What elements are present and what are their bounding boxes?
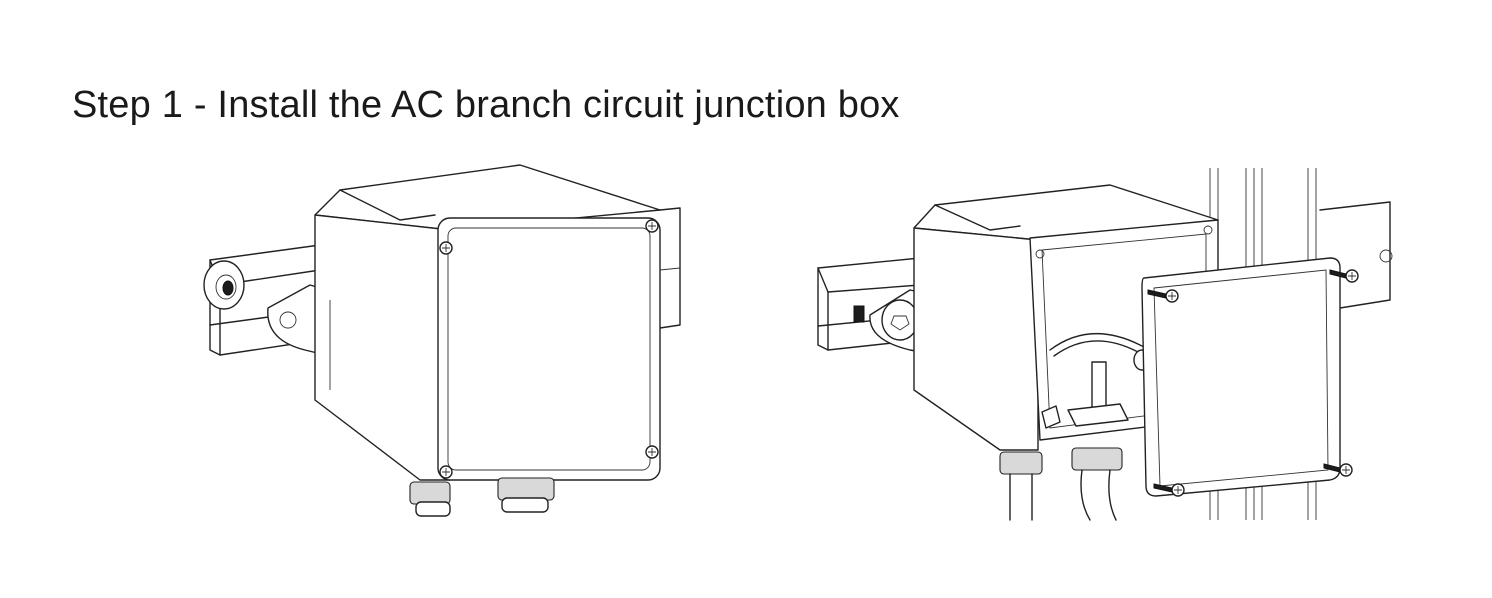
screw-icon: [645, 219, 659, 233]
junction-box-cover-removed: [1141, 257, 1341, 497]
screw-icon: [439, 465, 453, 479]
internal-wiring: [1041, 332, 1159, 429]
cable-glands: [409, 477, 555, 517]
cover-screws: [439, 219, 659, 479]
closed-junction-box-illustration: [180, 150, 700, 530]
screw-icon: [645, 445, 659, 459]
open-junction-box-illustration: [810, 150, 1410, 530]
cover-screws: [1147, 269, 1359, 497]
screw-icon: [1153, 483, 1185, 497]
rail-end-nut: [203, 260, 245, 310]
screw-icon: [439, 241, 453, 255]
junction-box-body: [314, 164, 661, 481]
junction-box-cover: [437, 217, 661, 481]
step-title: Step 1 - Install the AC branch circuit j…: [72, 84, 900, 126]
cable-glands: [999, 447, 1123, 521]
screw-icon: [1147, 289, 1179, 303]
screw-icon: [1323, 463, 1353, 477]
screw-icon: [1329, 269, 1359, 283]
